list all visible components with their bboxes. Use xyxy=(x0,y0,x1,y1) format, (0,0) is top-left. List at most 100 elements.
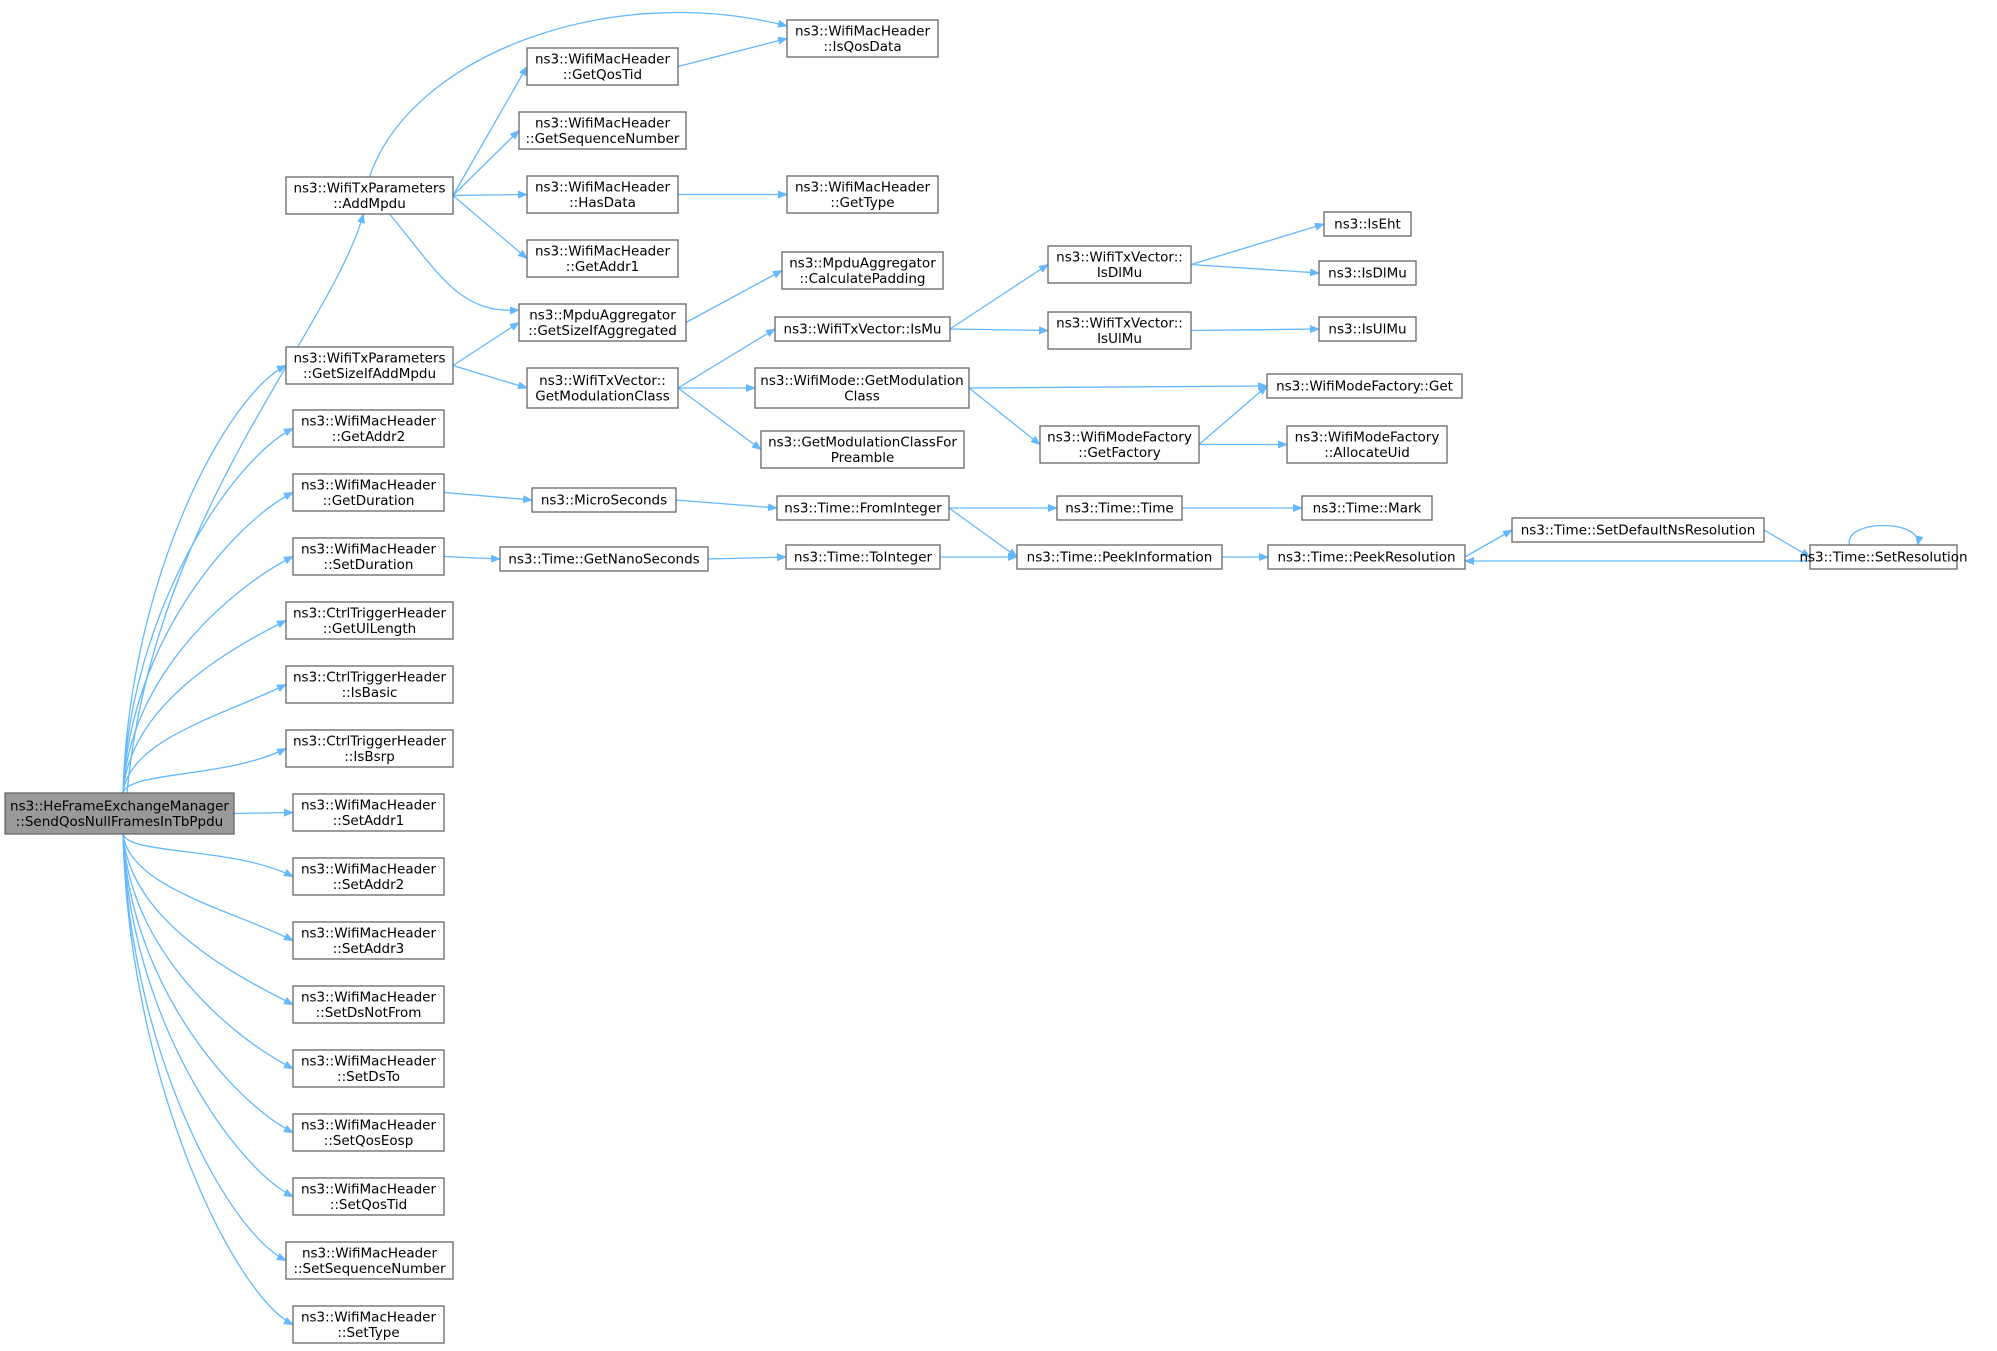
node-label-line: ns3::CtrlTriggerHeader xyxy=(293,733,446,749)
node-box xyxy=(526,367,679,409)
edge-add-mpdu-to-get-sequence-number xyxy=(452,129,520,196)
node-to-integer[interactable]: ns3::Time::ToInteger xyxy=(785,544,941,570)
node-is-mu[interactable]: ns3::WifiTxVector::IsMu xyxy=(774,316,951,342)
node-is-ul-mu[interactable]: ns3::IsUlMu xyxy=(1318,316,1417,342)
node-set-ds-not-from[interactable]: ns3::WifiMacHeader::SetDsNotFrom xyxy=(292,985,445,1024)
edge-root-to-set-qos-tid xyxy=(122,833,294,1198)
node-set-ds-to[interactable]: ns3::WifiMacHeader::SetDsTo xyxy=(292,1049,445,1088)
node-label-line: ns3::WifiTxVector::IsMu xyxy=(784,322,942,338)
node-label-line: ns3::WifiTxParameters xyxy=(293,350,445,366)
nodes-layer: ns3::HeFrameExchangeManager::SendQosNull… xyxy=(4,19,1968,1344)
node-label-line: ns3::WifiTxParameters xyxy=(293,180,445,196)
node-get-qos-tid[interactable]: ns3::WifiMacHeader::GetQosTid xyxy=(526,47,679,86)
node-micro-seconds[interactable]: ns3::MicroSeconds xyxy=(531,487,677,513)
node-set-default-ns-resolution[interactable]: ns3::Time::SetDefaultNsResolution xyxy=(1511,517,1765,543)
node-is-ul-mu-tx[interactable]: ns3::WifiTxVector::IsUlMu xyxy=(1047,311,1192,350)
node-box xyxy=(786,175,939,214)
node-box xyxy=(292,985,445,1024)
node-get-size-if-aggregated[interactable]: ns3::MpduAggregator::GetSizeIfAggregated xyxy=(518,303,687,342)
node-box xyxy=(1267,544,1466,570)
node-peek-resolution[interactable]: ns3::Time::PeekResolution xyxy=(1267,544,1466,570)
node-box xyxy=(1286,425,1448,464)
node-get-type[interactable]: ns3::WifiMacHeader::GetType xyxy=(786,175,939,214)
node-get-sequence-number[interactable]: ns3::WifiMacHeader::GetSequenceNumber xyxy=(518,111,687,150)
node-set-resolution[interactable]: ns3::Time::SetResolution xyxy=(1799,544,1968,570)
node-factory-get[interactable]: ns3::WifiModeFactory::Get xyxy=(1266,373,1463,399)
edge-root-to-get-size-if-add-mpdu xyxy=(122,364,287,794)
node-set-addr1[interactable]: ns3::WifiMacHeader::SetAddr1 xyxy=(292,793,445,832)
node-set-duration[interactable]: ns3::WifiMacHeader::SetDuration xyxy=(292,537,445,576)
node-get-addr2[interactable]: ns3::WifiMacHeader::GetAddr2 xyxy=(292,409,445,448)
node-is-basic[interactable]: ns3::CtrlTriggerHeader::IsBasic xyxy=(285,665,454,704)
node-label-line: ::GetFactory xyxy=(1078,445,1160,461)
node-box xyxy=(1323,211,1412,237)
node-get-modulation-class-tx[interactable]: ns3::WifiTxVector::GetModulationClass xyxy=(526,367,679,409)
node-time-time[interactable]: ns3::Time::Time xyxy=(1056,495,1183,521)
edge-root-to-set-addr3 xyxy=(122,833,294,942)
node-get-size-if-add-mpdu[interactable]: ns3::WifiTxParameters::GetSizeIfAddMpdu xyxy=(285,346,454,385)
node-get-ul-length[interactable]: ns3::CtrlTriggerHeader::GetUlLength xyxy=(285,601,454,640)
node-box xyxy=(781,251,944,290)
node-calculate-padding[interactable]: ns3::MpduAggregator::CalculatePadding xyxy=(781,251,944,290)
node-set-qos-tid[interactable]: ns3::WifiMacHeader::SetQosTid xyxy=(292,1177,445,1216)
node-label-line: ::SetQosTid xyxy=(330,1197,407,1213)
node-label-line: ns3::Time::ToInteger xyxy=(794,550,933,566)
node-box xyxy=(292,1113,445,1152)
node-peek-information[interactable]: ns3::Time::PeekInformation xyxy=(1016,544,1223,570)
edge-root-to-set-duration xyxy=(122,555,294,794)
node-label-line: ::GetSequenceNumber xyxy=(526,131,680,147)
node-get-factory[interactable]: ns3::WifiModeFactory::GetFactory xyxy=(1039,425,1200,464)
node-has-data[interactable]: ns3::WifiMacHeader::HasData xyxy=(526,175,679,214)
node-get-addr1[interactable]: ns3::WifiMacHeader::GetAddr1 xyxy=(526,239,679,278)
node-is-eht[interactable]: ns3::IsEht xyxy=(1323,211,1412,237)
edge-set-duration-to-get-nano-seconds xyxy=(443,554,501,563)
node-label-line: ns3::WifiMacHeader xyxy=(301,861,437,877)
node-label-line: ::GetAddr2 xyxy=(332,429,405,445)
node-set-addr2[interactable]: ns3::WifiMacHeader::SetAddr2 xyxy=(292,857,445,896)
node-label-line: ns3::IsUlMu xyxy=(1328,322,1406,338)
node-set-addr3[interactable]: ns3::WifiMacHeader::SetAddr3 xyxy=(292,921,445,960)
node-label-line: ::IsBasic xyxy=(342,685,398,701)
node-add-mpdu[interactable]: ns3::WifiTxParameters::AddMpdu xyxy=(285,176,454,215)
node-label-line: ns3::WifiMacHeader xyxy=(302,1245,438,1261)
node-label-line: ns3::WifiMacHeader xyxy=(301,797,437,813)
node-label-line: ns3::WifiMacHeader xyxy=(301,925,437,941)
edge-root-to-set-addr1 xyxy=(233,808,294,817)
node-label-line: ns3::MicroSeconds xyxy=(541,493,667,509)
node-label-line: Class xyxy=(844,388,880,404)
edge-root-to-is-basic xyxy=(122,683,287,794)
edge-get-modulation-class-mode-to-factory-get xyxy=(968,382,1268,391)
edge-root-to-set-sequence-number xyxy=(122,833,287,1262)
node-label-line: ns3::Time::FromInteger xyxy=(784,501,942,517)
node-is-qos-data[interactable]: ns3::WifiMacHeader::IsQosData xyxy=(786,19,939,58)
edge-root-to-set-ds-to xyxy=(122,833,294,1070)
node-label-line: ns3::MpduAggregator xyxy=(529,307,676,323)
node-box xyxy=(1318,260,1417,286)
node-box xyxy=(518,303,687,342)
node-set-type[interactable]: ns3::WifiMacHeader::SetType xyxy=(292,1305,445,1344)
node-label-line: ns3::WifiMacHeader xyxy=(535,243,671,259)
edge-add-mpdu-to-get-size-if-aggregated xyxy=(389,213,520,315)
node-allocate-uid[interactable]: ns3::WifiModeFactory::AllocateUid xyxy=(1286,425,1448,464)
node-box xyxy=(1047,245,1192,284)
edge-get-modulation-class-mode-to-get-factory xyxy=(968,387,1041,446)
edge-get-factory-to-factory-get xyxy=(1198,385,1268,445)
node-label-line: ns3::Time::SetDefaultNsResolution xyxy=(1521,523,1756,539)
node-is-dl-mu[interactable]: ns3::IsDlMu xyxy=(1318,260,1417,286)
node-from-integer[interactable]: ns3::Time::FromInteger xyxy=(776,495,950,521)
node-is-bsrp[interactable]: ns3::CtrlTriggerHeader::IsBsrp xyxy=(285,729,454,768)
node-is-dl-mu-tx[interactable]: ns3::WifiTxVector::IsDlMu xyxy=(1047,245,1192,284)
node-label-line: ns3::WifiMacHeader xyxy=(301,1117,437,1133)
node-box xyxy=(1318,316,1417,342)
node-get-duration[interactable]: ns3::WifiMacHeader::GetDuration xyxy=(292,473,445,512)
node-get-nano-seconds[interactable]: ns3::Time::GetNanoSeconds xyxy=(499,546,709,572)
node-label-line: ::IsQosData xyxy=(823,39,901,55)
node-get-modulation-class-mode[interactable]: ns3::WifiMode::GetModulationClass xyxy=(754,367,970,409)
node-box xyxy=(285,176,454,215)
node-time-mark[interactable]: ns3::Time::Mark xyxy=(1301,495,1433,521)
node-set-sequence-number[interactable]: ns3::WifiMacHeader::SetSequenceNumber xyxy=(285,1241,454,1280)
node-set-qos-eosp[interactable]: ns3::WifiMacHeader::SetQosEosp xyxy=(292,1113,445,1152)
node-label-line: ns3::WifiTxVector:: xyxy=(539,373,666,389)
node-box xyxy=(292,537,445,576)
